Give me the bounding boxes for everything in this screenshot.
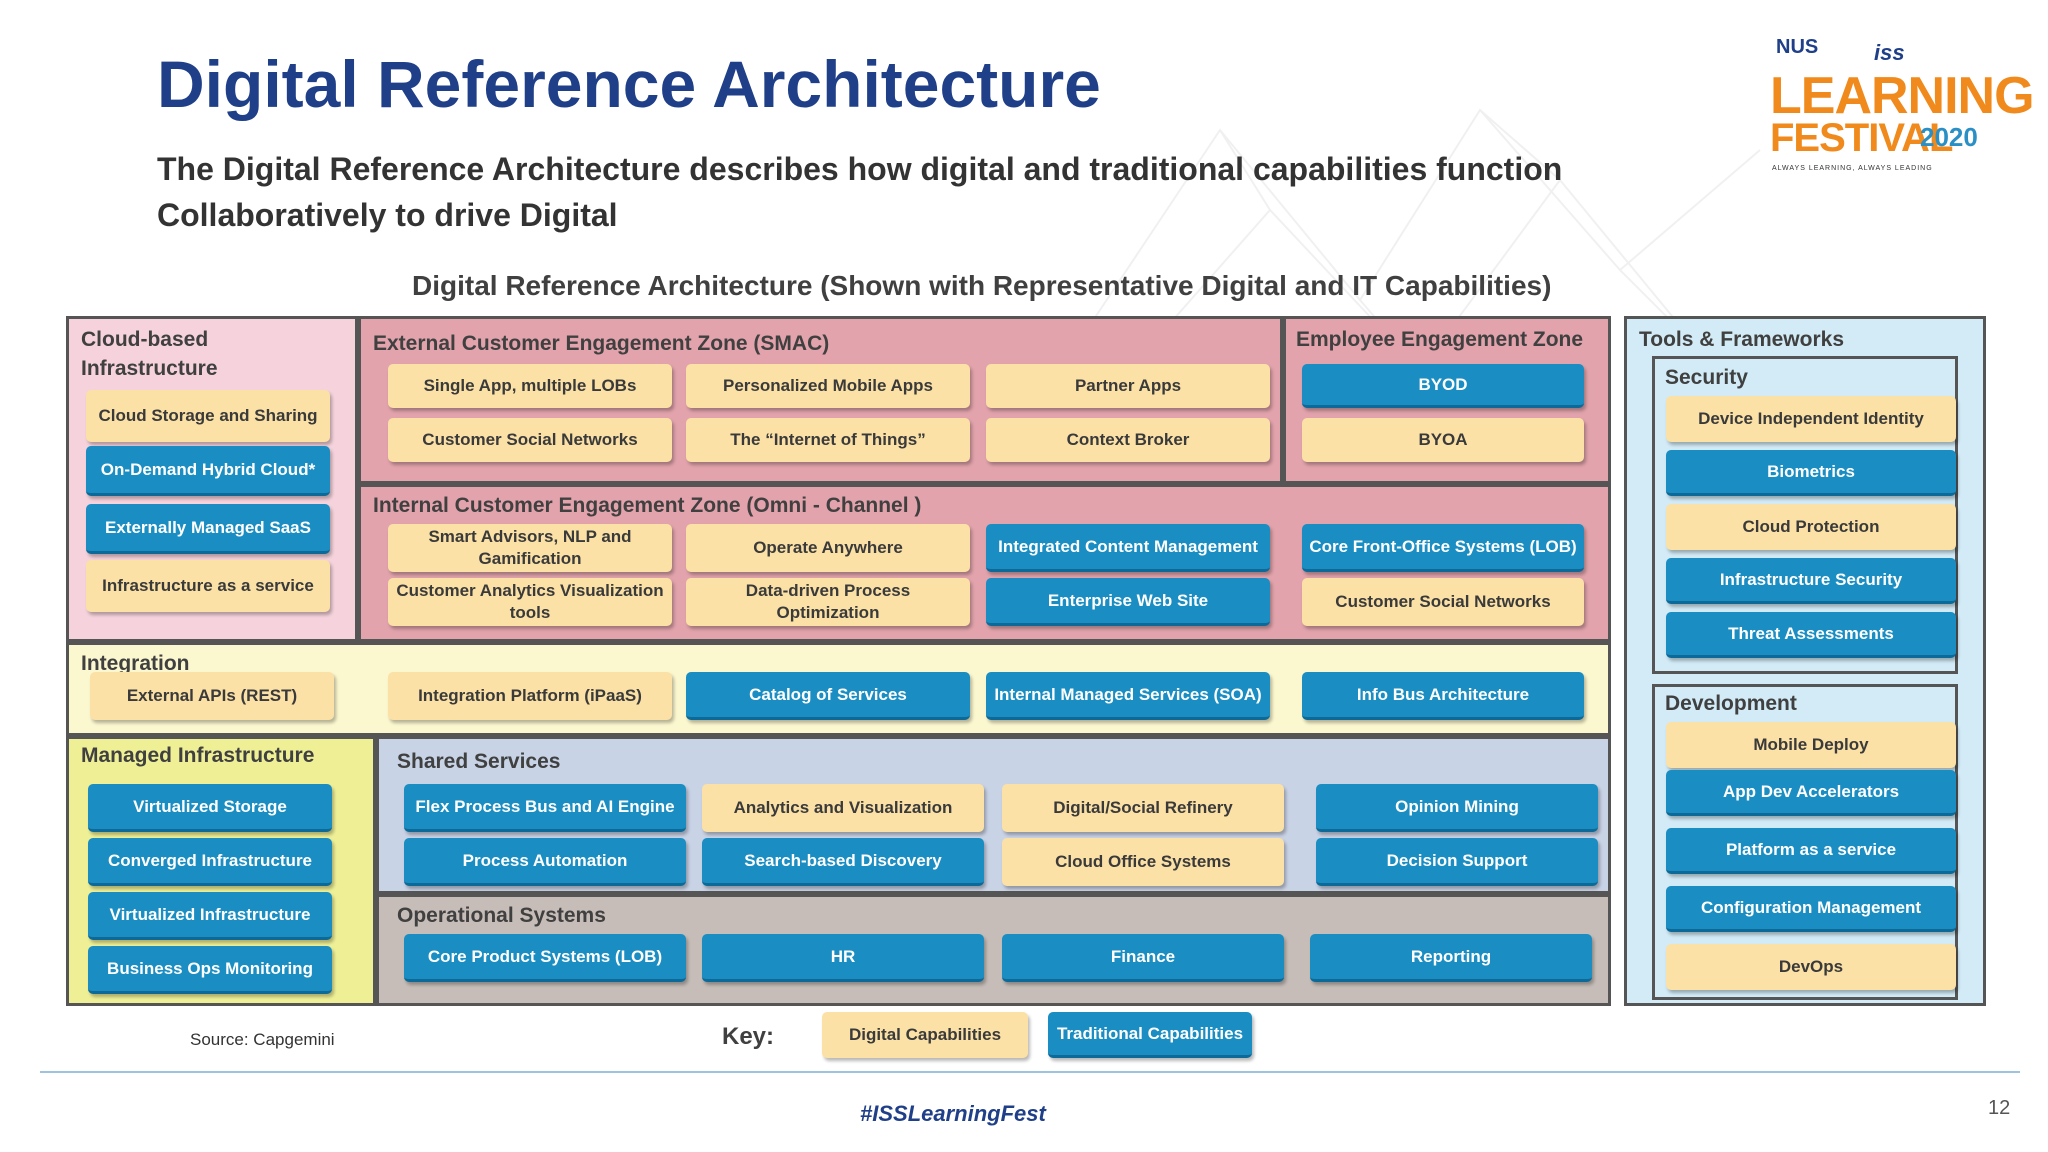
box-info-bus-architecture: Info Bus Architecture [1302, 672, 1584, 720]
box-biometrics: Biometrics [1666, 450, 1956, 496]
zone-label-shared-services: Shared Services [397, 750, 561, 773]
nus-logo-text: NUS [1776, 36, 1819, 58]
zone-label-employee-engagement: Employee Engagement Zone [1296, 328, 1584, 351]
page-number: 12 [1988, 1097, 2011, 1119]
footer-divider [40, 1071, 2020, 1073]
logo-festival-text: FESTIVAL [1770, 116, 1953, 160]
box-app-dev-accelerators: App Dev Accelerators [1666, 770, 1956, 816]
zone-label-integration: Integration [81, 652, 190, 675]
box-virtualized-infrastructure: Virtualized Infrastructure [88, 892, 332, 940]
box-single-app-multiple-lobs: Single App, multiple LOBs [388, 364, 672, 408]
box-reporting: Reporting [1310, 934, 1592, 982]
logo-tagline: ALWAYS LEARNING, ALWAYS LEADING [1772, 165, 1933, 172]
iss-logo-text: iss [1874, 40, 1905, 65]
box-cloud-storage-sharing: Cloud Storage and Sharing [86, 390, 330, 442]
box-analytics-and-visualization: Analytics and Visualization [702, 784, 984, 832]
box-hr: HR [702, 934, 984, 982]
footer-hashtag: #ISSLearningFest [860, 1101, 1046, 1126]
box-customer-analytics-visualization: Customer Analytics Visualization tools [388, 578, 672, 626]
box-catalog-of-services: Catalog of Services [686, 672, 970, 720]
box-device-independent-identity: Device Independent Identity [1666, 396, 1956, 442]
diagram-title: Digital Reference Architecture (Shown wi… [412, 270, 1552, 301]
box-integration-platform: Integration Platform (iPaaS) [388, 672, 672, 720]
box-internet-of-things: The “Internet of Things” [686, 418, 970, 462]
box-decision-support: Decision Support [1316, 838, 1598, 886]
architecture-diagram: Cloud-based Infrastructure External Cust… [40, 256, 2010, 1086]
zone-label-security: Security [1665, 366, 1748, 389]
box-integrated-content-management: Integrated Content Management [986, 524, 1270, 572]
box-context-broker: Context Broker [986, 418, 1270, 462]
box-cloud-protection: Cloud Protection [1666, 504, 1956, 550]
box-data-driven-process-optimization: Data-driven Process Optimization [686, 578, 970, 626]
slide-title: Digital Reference Architecture [157, 47, 1101, 121]
box-virtualized-storage: Virtualized Storage [88, 784, 332, 832]
box-finance: Finance [1002, 934, 1284, 982]
box-external-apis: External APIs (REST) [90, 672, 334, 720]
box-customer-social-networks-external: Customer Social Networks [388, 418, 672, 462]
box-process-automation: Process Automation [404, 838, 686, 886]
box-byoa: BYOA [1302, 418, 1584, 462]
box-configuration-management: Configuration Management [1666, 886, 1956, 932]
slide-subtitle: The Digital Reference Architecture descr… [157, 151, 1563, 233]
box-opinion-mining: Opinion Mining [1316, 784, 1598, 832]
box-infrastructure-security: Infrastructure Security [1666, 558, 1956, 604]
box-enterprise-web-site: Enterprise Web Site [986, 578, 1270, 626]
box-personalized-mobile-apps: Personalized Mobile Apps [686, 364, 970, 408]
box-core-front-office-systems: Core Front-Office Systems (LOB) [1302, 524, 1584, 572]
box-infrastructure-as-a-service: Infrastructure as a service [86, 560, 330, 612]
box-flex-process-bus: Flex Process Bus and AI Engine [404, 784, 686, 832]
box-smart-advisors: Smart Advisors, NLP and Gamification [388, 524, 672, 572]
box-platform-as-a-service: Platform as a service [1666, 828, 1956, 874]
box-operate-anywhere: Operate Anywhere [686, 524, 970, 572]
learning-festival-logo: NUS iss LEARNING FESTIVAL 2020 ALWAYS LE… [1770, 30, 2035, 180]
box-threat-assessments: Threat Assessments [1666, 612, 1956, 658]
box-customer-social-networks-internal: Customer Social Networks [1302, 578, 1584, 626]
zone-label-operational-systems: Operational Systems [397, 904, 606, 927]
box-externally-managed-saas: Externally Managed SaaS [86, 504, 330, 554]
box-devops: DevOps [1666, 944, 1956, 990]
zone-label-managed-infrastructure: Managed Infrastructure [81, 744, 315, 767]
box-on-demand-hybrid-cloud: On-Demand Hybrid Cloud* [86, 446, 330, 496]
legend-digital-capabilities: Digital Capabilities [822, 1012, 1028, 1058]
zone-label-tools-frameworks: Tools & Frameworks [1639, 328, 1844, 351]
box-search-based-discovery: Search-based Discovery [702, 838, 984, 886]
box-byod: BYOD [1302, 364, 1584, 408]
legend-key-label: Key: [722, 1023, 775, 1050]
box-core-product-systems: Core Product Systems (LOB) [404, 934, 686, 982]
source-note: Source: Capgemini [190, 1030, 335, 1049]
box-internal-managed-services: Internal Managed Services (SOA) [986, 672, 1270, 720]
zone-label-cloud-infrastructure: Cloud-based Infrastructure [81, 328, 218, 380]
zone-label-internal-customer-engagement: Internal Customer Engagement Zone (Omni … [373, 494, 922, 517]
box-mobile-deploy: Mobile Deploy [1666, 722, 1956, 768]
box-digital-social-refinery: Digital/Social Refinery [1002, 784, 1284, 832]
box-partner-apps: Partner Apps [986, 364, 1270, 408]
zone-label-development: Development [1665, 692, 1797, 715]
logo-year-text: 2020 [1920, 122, 1978, 152]
logo-learning-text: LEARNING [1770, 67, 2035, 125]
zone-label-external-customer-engagement: External Customer Engagement Zone (SMAC) [373, 332, 830, 355]
box-business-ops-monitoring: Business Ops Monitoring [88, 946, 332, 994]
box-converged-infrastructure: Converged Infrastructure [88, 838, 332, 886]
legend-traditional-capabilities: Traditional Capabilities [1048, 1012, 1252, 1058]
box-cloud-office-systems: Cloud Office Systems [1002, 838, 1284, 886]
